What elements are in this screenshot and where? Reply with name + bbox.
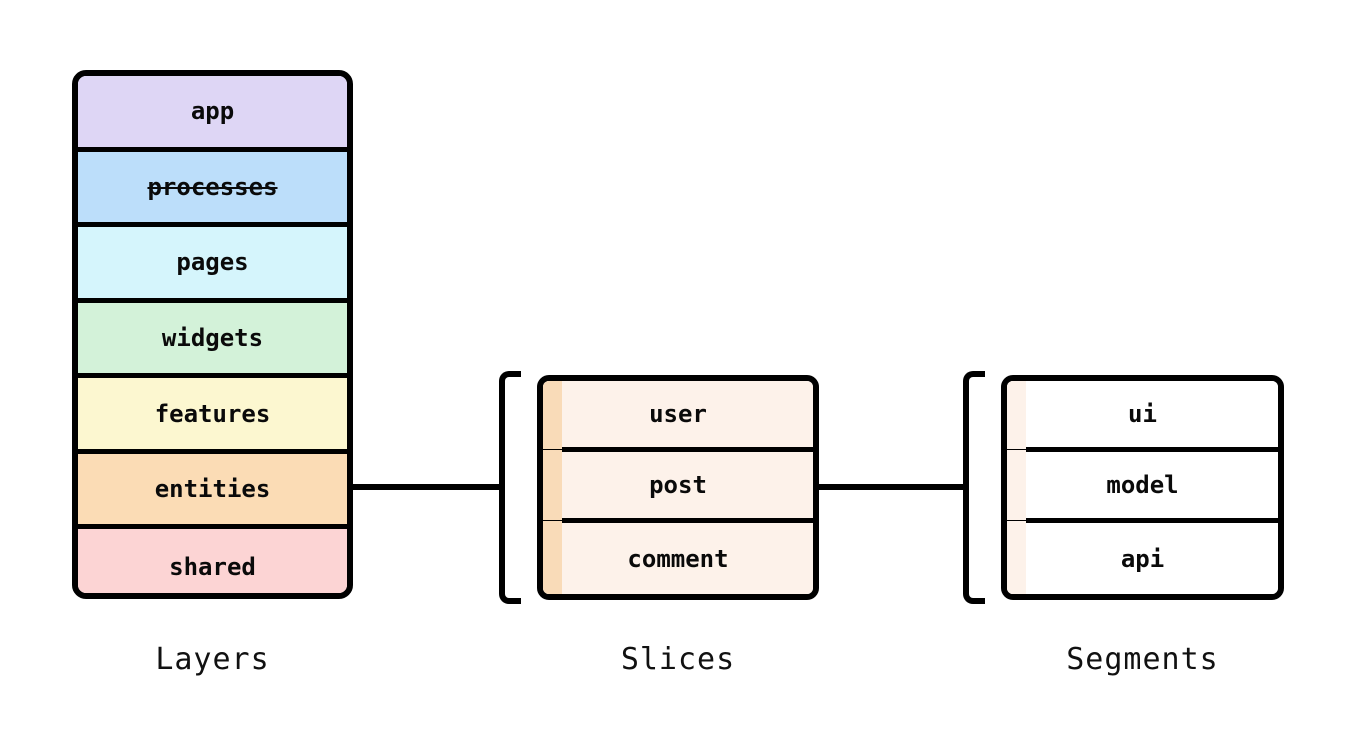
layer-label-app: app: [190, 97, 235, 126]
slice-stripe: [543, 450, 562, 520]
slice-label-comment: comment: [627, 544, 729, 573]
layer-label-pages: pages: [176, 248, 249, 277]
layer-label-widgets: widgets: [161, 323, 264, 352]
slice-row[interactable]: post: [543, 450, 813, 523]
slice-row[interactable]: user: [543, 381, 813, 452]
layers-stack: app processes pages widgets features ent…: [72, 70, 353, 599]
bracket-slices: [499, 371, 521, 604]
layer-row[interactable]: pages: [78, 227, 347, 303]
connector-layers-to-slices: [353, 484, 500, 490]
slice-row[interactable]: comment: [543, 521, 813, 594]
layer-row[interactable]: shared: [78, 529, 347, 593]
layer-label-entities: entities: [154, 475, 271, 504]
layer-label-processes: processes: [147, 172, 278, 201]
segment-label-ui: ui: [1128, 400, 1157, 428]
layer-row[interactable]: app: [78, 76, 347, 152]
slice-label-user: user: [649, 400, 707, 428]
caption-layers: Layers: [155, 641, 270, 677]
connector-slices-to-segments: [818, 484, 964, 490]
layer-row[interactable]: features: [78, 378, 347, 454]
layer-row[interactable]: entities: [78, 453, 347, 530]
slice-stripe: [543, 521, 562, 594]
slice-label-post: post: [649, 471, 707, 499]
segment-stripe: [1007, 381, 1026, 449]
layer-row[interactable]: widgets: [78, 302, 347, 379]
layer-row[interactable]: processes: [78, 151, 347, 228]
segment-row[interactable]: api: [1007, 521, 1278, 594]
layer-label-features: features: [154, 399, 271, 428]
segment-label-model: model: [1106, 471, 1179, 499]
layer-label-shared: shared: [169, 553, 256, 582]
caption-segments: Segments: [1066, 641, 1219, 677]
segments-stack: ui model api: [1001, 375, 1284, 600]
slices-stack: user post comment: [537, 375, 819, 600]
slice-stripe: [543, 381, 562, 449]
segment-stripe: [1007, 450, 1026, 520]
segment-row[interactable]: model: [1007, 450, 1278, 523]
caption-slices: Slices: [620, 641, 736, 677]
segment-row[interactable]: ui: [1007, 381, 1278, 452]
bracket-segments: [963, 371, 985, 604]
segment-label-api: api: [1120, 544, 1165, 573]
segment-stripe: [1007, 521, 1026, 594]
